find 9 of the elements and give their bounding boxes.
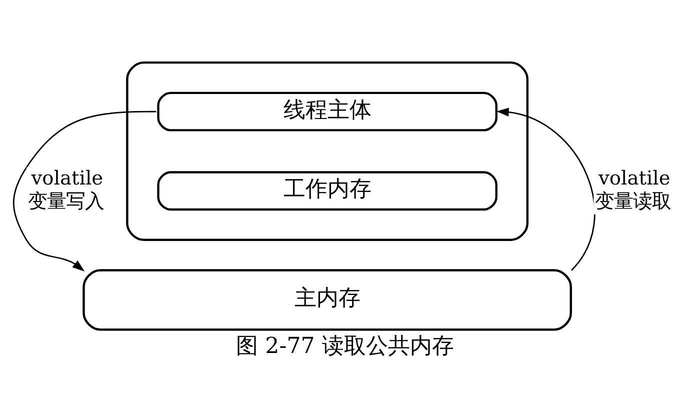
node-box: 主内存 [82, 269, 572, 331]
edge-label: volatile 变量读取 [595, 166, 672, 213]
edge-label: volatile 变量写入 [28, 166, 104, 213]
cluster [126, 61, 529, 241]
node-box: 线程主体 [157, 92, 498, 132]
caption: 图 2-77 读取公共内存 [236, 334, 454, 359]
arrow [12, 110, 156, 272]
arrow [496, 108, 596, 271]
node-box: 工作内存 [157, 171, 498, 211]
